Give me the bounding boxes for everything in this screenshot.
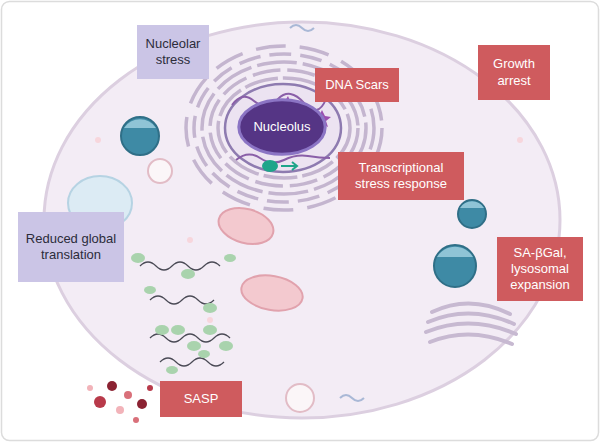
particle [107,381,117,391]
ribosome [219,341,233,351]
dot [187,237,193,243]
particle [94,396,106,408]
stress-box: Nucleolar stress [137,25,209,79]
feature-box: Growth arrest [478,45,550,100]
ribosome [187,341,201,351]
dot [95,137,101,143]
mitochondrion [215,202,278,249]
mrna [150,296,214,304]
particle [124,391,132,399]
node-label: SA-βGal, lysosomal expansion [503,245,577,294]
mitochondria [215,202,306,315]
feature-box: Transcriptional stress response [338,152,464,200]
node-label: Growth arrest [484,56,544,89]
dot [517,137,523,143]
transcription-arrow [281,162,297,170]
squiggle [290,25,314,31]
node-label: SASP [184,391,219,407]
feature-box: SASP [160,381,242,417]
ribosome [155,325,169,335]
ribosome [131,253,145,263]
lysosome-cap [460,201,484,208]
ribosomes [131,253,236,374]
mitochondrion [239,271,306,315]
ribosome [198,350,210,358]
particle [87,385,93,391]
nucleolus-shape [239,100,325,155]
ribosome [224,254,236,262]
particle [133,417,139,423]
small-vesicles [95,137,523,323]
vesicle [148,159,172,183]
squiggle [340,395,364,401]
polymerase [262,160,278,172]
node-label: Nucleolus [253,119,310,135]
node-label: DNA Scars [325,77,389,93]
node-label: Nucleolar stress [143,36,203,69]
mrna [160,358,224,366]
node-label: Transcriptional stress response [344,160,458,193]
sasp-particles [87,381,153,423]
nucleolus-ellipse: Nucleolus [237,98,327,156]
mrna [140,262,220,270]
ribosome [171,325,185,335]
golgi-cisterna [430,334,512,344]
feature-box: SA-βGal, lysosomal expansion [497,237,583,301]
ribosome [203,303,217,313]
ribosome [166,366,178,374]
vesicle [286,384,314,412]
lysosome [434,245,476,287]
lysosome-cap [437,247,473,257]
lysosome-cap [124,119,156,128]
ribosome [181,269,195,279]
dot [207,317,213,323]
ribosome [203,325,217,335]
node-label: Reduced global translation [24,231,118,264]
golgi-cisterna [426,323,516,334]
particle [137,399,147,409]
golgi [426,303,516,344]
lysosome [121,117,159,155]
feature-box: DNA Scars [315,68,399,102]
particle [116,406,124,414]
particle [147,385,153,391]
mrna [150,334,230,342]
stress-box: Reduced global translation [18,212,124,282]
ribosome [144,286,156,294]
lysosome [458,200,486,228]
ribosome-units [131,253,236,374]
